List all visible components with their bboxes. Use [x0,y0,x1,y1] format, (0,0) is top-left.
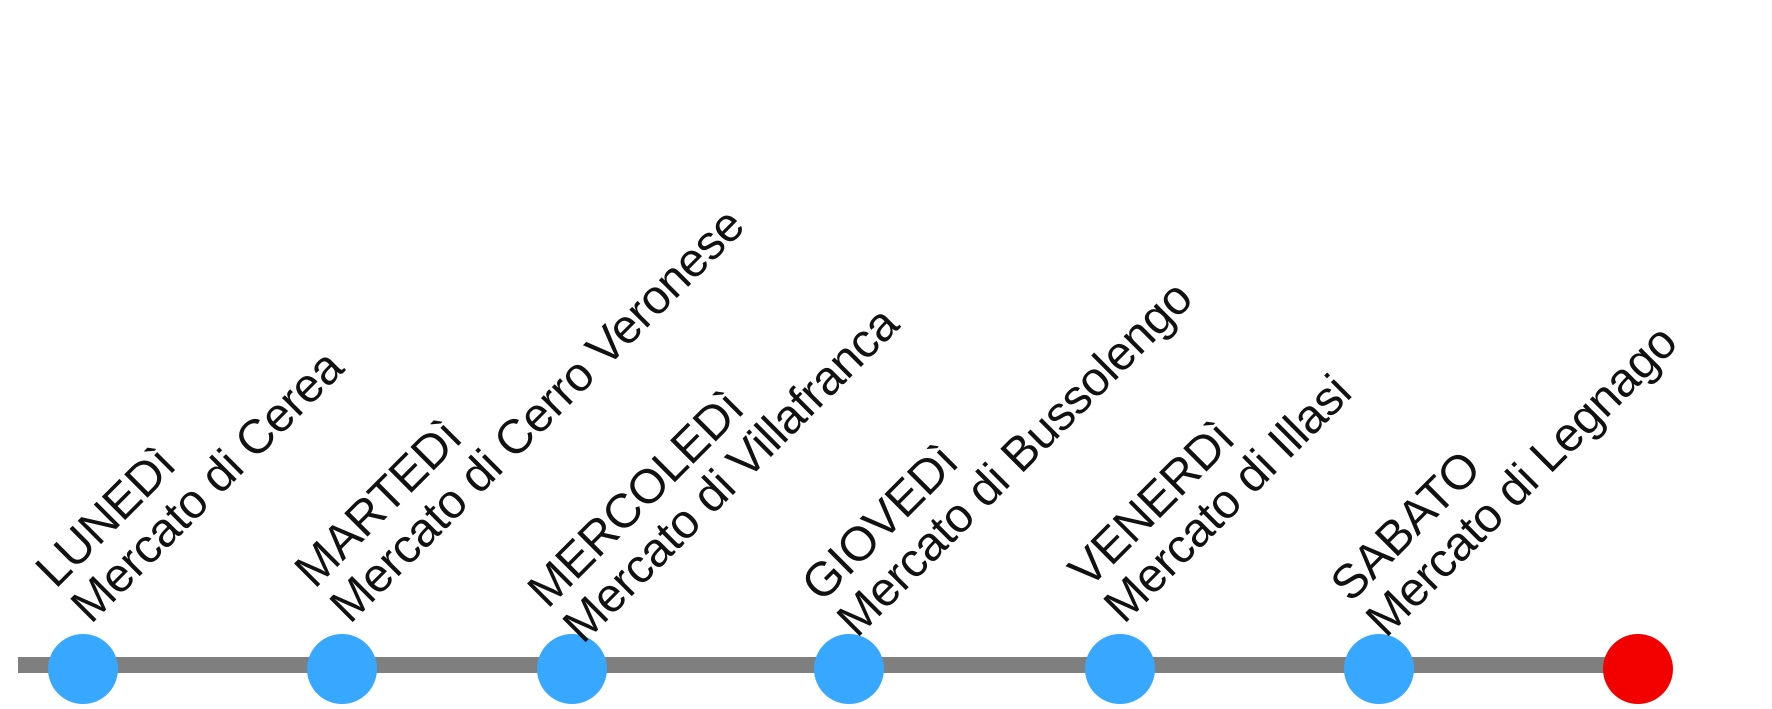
final-stop-marker [1603,634,1673,704]
stop-marker-wednesday [537,634,607,704]
stop-marker-friday [1085,634,1155,704]
stop-marker-thursday [814,634,884,704]
stop-marker-tuesday [307,634,377,704]
stop-marker-saturday [1344,634,1414,704]
stop-marker-monday [48,634,118,704]
